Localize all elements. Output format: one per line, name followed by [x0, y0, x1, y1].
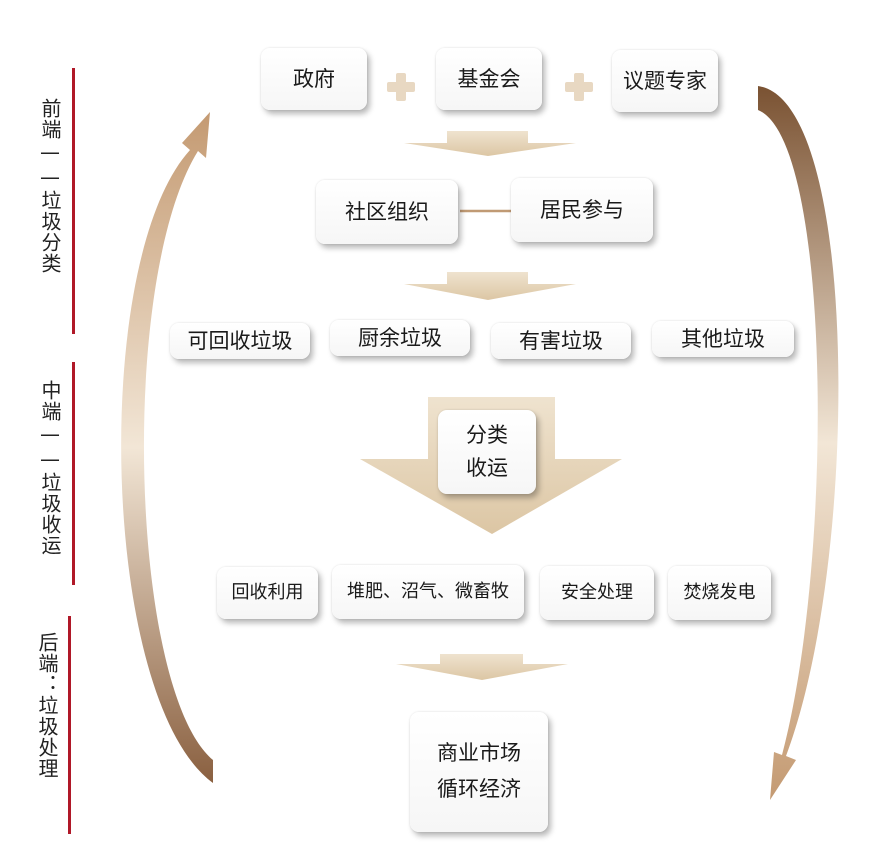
down-arrow: [396, 654, 568, 680]
stage-bar-middle: [72, 362, 75, 585]
stage-bar-back: [68, 616, 71, 834]
treatment-compost: 堆肥、沼气、微畜牧: [332, 565, 524, 619]
actor-expert: 议题专家: [612, 50, 718, 112]
treatment-incineration: 焚烧发电: [668, 566, 771, 620]
waste-type-hazardous: 有害垃圾: [491, 323, 631, 359]
stage-label-middle: 中端——垃圾收运: [38, 380, 62, 556]
treatment-recycle: 回收利用: [217, 567, 318, 619]
waste-type-recyclable: 可回收垃圾: [170, 323, 310, 359]
actor-government: 政府: [261, 48, 367, 110]
plus-icon: [565, 73, 593, 101]
treatment-safe-disposal: 安全处理: [540, 566, 654, 620]
down-arrow: [404, 131, 576, 156]
stage-label-front: 前端——垃圾分类: [38, 98, 62, 274]
result-line-2: 循环经济: [437, 777, 521, 801]
plus-icon: [387, 73, 415, 101]
community-organization: 社区组织: [316, 180, 458, 244]
waste-type-other: 其他垃圾: [652, 321, 794, 357]
stage-label-back: 后端：垃圾处理: [35, 632, 59, 779]
sort-label: 分类: [466, 423, 508, 448]
right-cycle-arrow: [758, 86, 839, 800]
down-arrow: [404, 272, 576, 300]
waste-type-kitchen: 厨余垃圾: [330, 320, 470, 356]
left-cycle-arrow: [121, 112, 213, 783]
result-line-1: 商业市场: [437, 741, 521, 766]
actor-foundation: 基金会: [436, 48, 542, 110]
transport-label: 收运: [466, 456, 508, 480]
sort-transport-box: 分类 收运: [438, 410, 536, 494]
stage-bar-front: [72, 68, 75, 334]
result-box: 商业市场 循环经济: [410, 712, 548, 832]
resident-participation: 居民参与: [511, 178, 653, 242]
